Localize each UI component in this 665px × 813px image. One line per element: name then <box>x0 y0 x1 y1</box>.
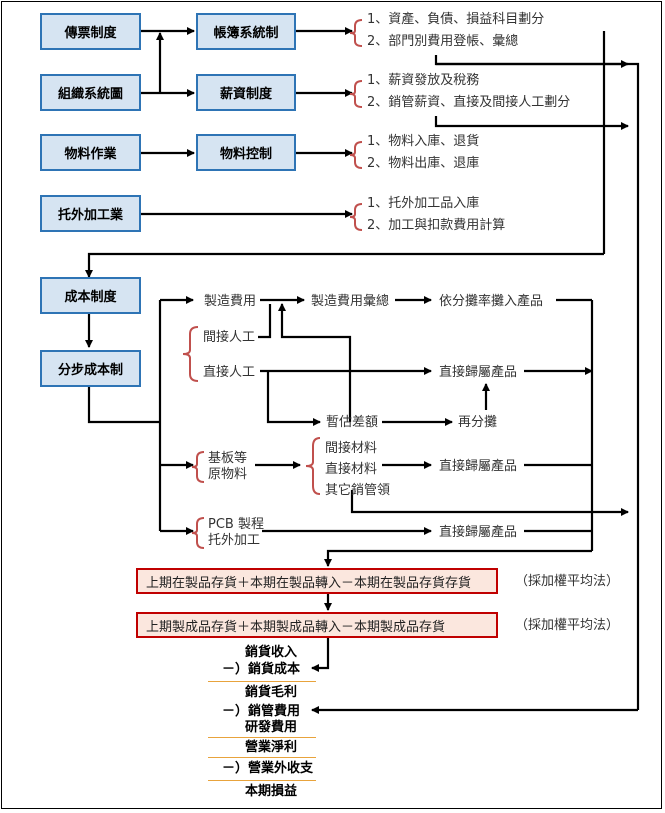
gross-profit-label: 銷貨毛利 <box>245 685 298 700</box>
outsourcing-item-1: 1、托外加工品入庫 <box>367 196 480 211</box>
direct-product-label-3: 直接歸屬產品 <box>439 525 518 540</box>
fg-formula-box: 上期製成品存貨＋本期製成品轉入－本期製成品存貨 <box>136 612 498 638</box>
payroll-system-box: 薪資制度 <box>196 74 296 111</box>
ledger-system-box: 帳簿系統制 <box>196 13 296 50</box>
org-chart-box: 組織系統圖 <box>40 74 141 111</box>
other-sga-label: 其它銷管領 <box>325 483 391 498</box>
net-income-label: 本期損益 <box>245 784 298 799</box>
cost-system-box: 成本制度 <box>40 277 141 314</box>
direct-product-label-2: 直接歸屬產品 <box>439 459 518 474</box>
direct-labor-label: 直接人工 <box>203 365 256 380</box>
op-underline-2 <box>208 757 316 758</box>
substrate-label-1: 基板等 <box>208 451 248 466</box>
direct-product-label-1: 直接歸屬產品 <box>439 365 518 380</box>
mfg-summary-label: 製造費用彙總 <box>311 294 390 309</box>
non-op-label: －）營業外收支 <box>222 761 314 776</box>
pcb-label-1: PCB 製程 <box>208 517 264 532</box>
cogs-label: －）銷貨成本 <box>222 662 301 677</box>
process-cost-box: 分步成本制 <box>40 350 141 387</box>
operating-income-label: 營業淨利 <box>245 740 298 755</box>
op-underline <box>208 737 316 738</box>
rd-label: 研發費用 <box>245 720 298 735</box>
fg-method-label: （採加權平均法） <box>515 618 620 633</box>
ledger-item-2: 2、部門別費用登帳、彙總 <box>367 34 519 49</box>
sales-label: 銷貨收入 <box>245 645 298 660</box>
sga-label: －）銷管費用 <box>222 704 301 719</box>
payroll-item-1: 1、薪資發放及稅務 <box>367 73 480 88</box>
substrate-label-2: 原物料 <box>208 467 248 482</box>
material-control-box: 物料控制 <box>196 134 296 171</box>
pcb-label-2: 托外加工 <box>208 533 261 548</box>
indirect-material-label: 間接材料 <box>325 441 378 456</box>
direct-material-label: 直接材料 <box>325 462 378 477</box>
allocate-label: 依分攤率攤入產品 <box>439 294 544 309</box>
indirect-labor-label: 間接人工 <box>203 330 256 345</box>
reallocate-label: 再分攤 <box>458 415 498 430</box>
net-underline <box>208 780 316 781</box>
material-item-2: 2、物料出庫、退庫 <box>367 156 480 171</box>
material-item-1: 1、物料入庫、退貨 <box>367 134 480 149</box>
payroll-item-2: 2、銷管薪資、直接及間接人工劃分 <box>367 95 571 110</box>
mfg-expense-label: 製造費用 <box>204 294 257 309</box>
wip-formula-box: 上期在製品存貨＋本期在製品轉入－本期在製品存貨存貨 <box>136 568 498 594</box>
gross-underline <box>208 681 316 682</box>
wip-method-label: （採加權平均法） <box>515 574 620 589</box>
outsourcing-item-2: 2、加工與扣款費用計算 <box>367 218 506 233</box>
voucher-system-box: 傳票制度 <box>40 13 141 50</box>
outsourcing-box: 托外加工業 <box>40 195 141 232</box>
estimate-diff-label: 暫估差額 <box>326 415 379 430</box>
material-operation-box: 物料作業 <box>40 134 141 171</box>
ledger-item-1: 1、資產、負債、損益科目劃分 <box>367 12 545 27</box>
